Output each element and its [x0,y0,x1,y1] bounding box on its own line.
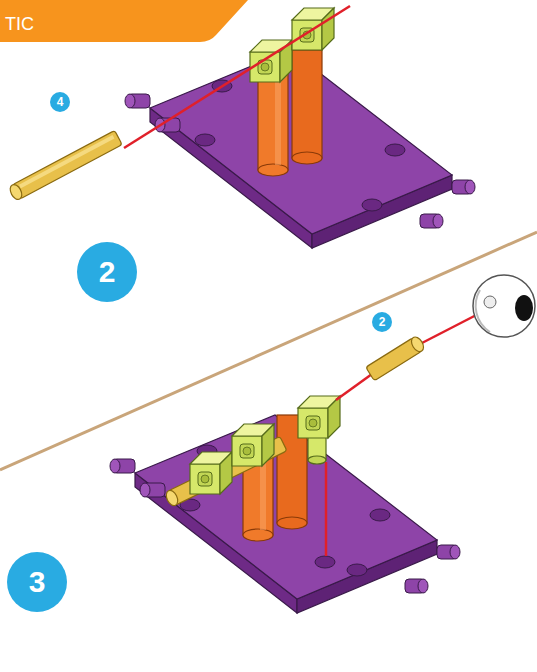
base-plate-group [110,415,460,613]
eye-socket-hole [484,296,496,308]
step-number-text: 2 [99,257,116,287]
section-banner: TIC [0,0,248,42]
step-number-circle [7,552,67,612]
callout-number-circle [50,92,70,112]
step-divider [0,232,537,470]
pin-highlight [19,135,114,188]
step-number: 2 [77,242,137,302]
step-number-text: 3 [29,567,46,597]
step-3-figure [110,275,535,613]
callout-number-text: 2 [379,316,386,328]
section-title: TIC [5,15,34,33]
elbow-cube [298,396,340,438]
pin-end [409,335,426,354]
cube-post-end [308,456,326,464]
callout-number: 4 [50,92,70,112]
step-number-circle [77,242,137,302]
callout-number: 2 [372,312,392,332]
step-2-figure [8,6,475,248]
pin-end [8,183,24,202]
assembly-guide-line [325,462,328,556]
connector-cube [232,424,274,466]
base-plate [110,415,460,613]
long-pin [8,130,122,201]
callout-number-text: 4 [57,96,64,108]
eye-ball [473,275,535,337]
section-banner-outline [0,0,248,42]
eye-pupil [515,295,533,321]
plate-hole [315,556,335,568]
pin-end [164,489,180,508]
banner-shape [0,0,248,42]
connector-cube [190,452,232,494]
small-pin [366,335,426,381]
step-number: 3 [7,552,67,612]
callout-number-circle [372,312,392,332]
assembly-guide-line [336,374,372,400]
base-plate [125,50,475,248]
pin-body [12,130,122,199]
